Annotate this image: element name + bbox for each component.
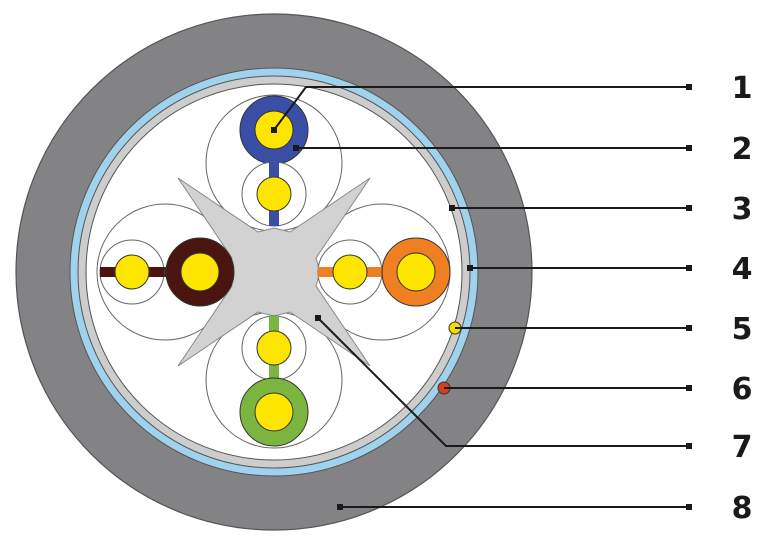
callout-4: 4 bbox=[732, 252, 753, 287]
marker-end-5 bbox=[686, 325, 692, 331]
green-pair bbox=[239, 315, 309, 447]
callout-3: 3 bbox=[732, 192, 753, 227]
brown-mate-conductor bbox=[114, 254, 150, 290]
leader-lines bbox=[273, 86, 690, 508]
marker-start-2 bbox=[293, 145, 299, 151]
marker-start-1 bbox=[271, 127, 277, 133]
green-mate-conductor bbox=[256, 330, 292, 366]
marker-end-6 bbox=[686, 385, 692, 391]
marker-start-4 bbox=[467, 265, 473, 271]
leader-markers bbox=[271, 84, 692, 510]
callout-7: 7 bbox=[732, 430, 753, 465]
brown-conductor-core bbox=[180, 252, 220, 292]
marker-start-7 bbox=[315, 315, 321, 321]
leader-line-1 bbox=[273, 86, 690, 131]
callout-8: 8 bbox=[732, 491, 753, 526]
orange-mate-conductor bbox=[332, 254, 368, 290]
blue-mate-conductor bbox=[256, 176, 292, 212]
brown-pair bbox=[99, 237, 235, 307]
marker-start-3 bbox=[449, 205, 455, 211]
marker-end-8 bbox=[686, 504, 692, 510]
leader-line-7 bbox=[317, 317, 690, 447]
callout-1: 1 bbox=[732, 71, 753, 106]
callout-6: 6 bbox=[732, 372, 753, 407]
marker-end-3 bbox=[686, 205, 692, 211]
marker-end-2 bbox=[686, 145, 692, 151]
callout-labels: 1 2 3 4 5 6 7 8 bbox=[732, 71, 753, 526]
marker-end-1 bbox=[686, 84, 692, 90]
orange-conductor-core bbox=[396, 252, 436, 292]
green-conductor-core bbox=[254, 392, 294, 432]
marker-end-7 bbox=[686, 443, 692, 449]
callout-5: 5 bbox=[732, 312, 753, 347]
callout-2: 2 bbox=[732, 132, 753, 167]
marker-start-8 bbox=[337, 504, 343, 510]
marker-end-4 bbox=[686, 265, 692, 271]
orange-pair bbox=[317, 237, 451, 307]
